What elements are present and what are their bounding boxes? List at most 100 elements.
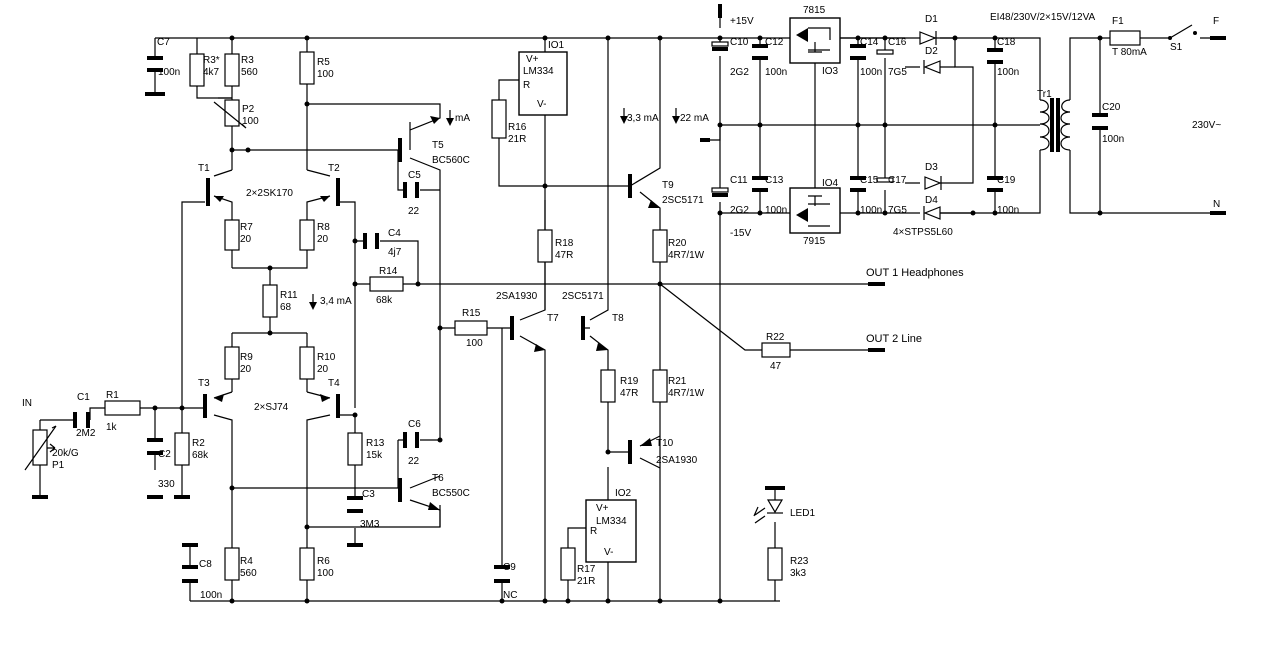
label-IO3: IO3 <box>822 66 839 77</box>
label-R10: R10 <box>317 352 336 363</box>
label-T4: T4 <box>328 378 340 389</box>
label-D1: D1 <box>925 14 938 25</box>
label-C3: C3 <box>362 489 375 500</box>
label-7915: 7915 <box>803 236 826 247</box>
label-C12: C12 <box>765 37 784 48</box>
label-R7v: 20 <box>240 234 252 245</box>
label-R4: R4 <box>240 556 253 567</box>
label-D2: D2 <box>925 46 938 57</box>
label-T7v: 2SA1930 <box>496 291 538 302</box>
label-C2: C2 <box>158 449 171 460</box>
label-C16v: 7G5 <box>888 67 907 78</box>
label-S1: S1 <box>1170 42 1183 53</box>
label-C4: C4 <box>388 228 401 239</box>
label-R22: R22 <box>766 332 785 343</box>
label-R19: R19 <box>620 376 639 387</box>
label-T8: T8 <box>612 313 624 324</box>
label-R3star: R3* <box>203 55 220 66</box>
label-C17v: 7G5 <box>888 205 907 216</box>
label-R23: R23 <box>790 556 809 567</box>
label-T5v: BC560C <box>432 155 470 166</box>
label-R11: R11 <box>280 290 298 301</box>
label-R6: R6 <box>317 556 330 567</box>
label-Vp2: V+ <box>596 503 609 514</box>
label-C20: C20 <box>1102 102 1121 113</box>
heavy-marks <box>32 4 1226 583</box>
label-C5v: 22 <box>408 206 420 217</box>
label-R10v: 20 <box>317 364 329 375</box>
label-C14v: 100n <box>860 67 882 78</box>
label-IO2: IO2 <box>615 488 632 499</box>
label-C18: C18 <box>997 37 1016 48</box>
label-C18v: 100n <box>997 67 1019 78</box>
label-R15: R15 <box>462 308 481 319</box>
label-P2v: 100 <box>242 116 259 127</box>
label-R18v: 47R <box>555 250 573 261</box>
label-R3: R3 <box>241 55 254 66</box>
label-D3: D3 <box>925 162 938 173</box>
label-T6v: BC550C <box>432 488 470 499</box>
label-T9: T9 <box>662 180 674 191</box>
label-P1v: 20k/G <box>52 448 79 459</box>
label-C4v: 4j7 <box>388 247 402 258</box>
label-R8v: 20 <box>317 234 329 245</box>
label-R20v: 4R7/1W <box>668 250 705 261</box>
label-R11v: 68 <box>280 302 292 313</box>
label-T6: T6 <box>432 473 444 484</box>
label-R22v: 47 <box>770 361 782 372</box>
components <box>24 17 1197 581</box>
label-C9: C9 <box>503 562 516 573</box>
label-T1: T1 <box>198 163 210 174</box>
label-Dv: 4×STPS5L60 <box>893 227 953 238</box>
label-R13: R13 <box>366 438 385 449</box>
label-R21: R21 <box>668 376 687 387</box>
label-P15: +15V <box>730 16 754 27</box>
label-C11v: 2G2 <box>730 205 749 216</box>
label-C13v: 100n <box>765 205 787 216</box>
label-R2p: R <box>590 526 597 537</box>
label-C14: C14 <box>860 37 879 48</box>
label-C9v: NC <box>503 590 517 601</box>
label-P2: P2 <box>242 104 255 115</box>
label-R3starv: 4k7 <box>203 67 220 78</box>
label-R18: R18 <box>555 238 574 249</box>
label-R1: R1 <box>106 390 119 401</box>
label-R7: R7 <box>240 222 253 233</box>
label-N: N <box>1213 199 1220 210</box>
label-T5: T5 <box>432 140 444 151</box>
label-R9v: 20 <box>240 364 252 375</box>
label-LED1: LED1 <box>790 508 815 519</box>
label-P1: P1 <box>52 460 65 471</box>
label-R16v: 21R <box>508 134 526 145</box>
label-C16: C16 <box>888 37 907 48</box>
label-OUT2: OUT 2 Line <box>866 333 922 345</box>
label-F: F <box>1213 16 1219 27</box>
label-C10v: 2G2 <box>730 67 749 78</box>
label-R14v: 68k <box>376 295 393 306</box>
label-C5: C5 <box>408 170 421 181</box>
label-R5: R5 <box>317 57 330 68</box>
label-D4: D4 <box>925 195 938 206</box>
label-C2v: 330 <box>158 479 175 490</box>
label-R23v: 3k3 <box>790 568 807 579</box>
label-C3v: 3M3 <box>360 519 380 530</box>
labels: IN C1 2M2 R1 1k C2 330 R2 68k 20k/G P1 C… <box>22 5 1221 601</box>
label-R2v: 68k <box>192 450 209 461</box>
label-T9v: 2SC5171 <box>662 195 704 206</box>
label-T12: 2×2SK170 <box>246 188 293 199</box>
label-R4v: 560 <box>240 568 257 579</box>
label-C20v: 100n <box>1102 134 1124 145</box>
label-R21v: 4R7/1W <box>668 388 705 399</box>
label-C6: C6 <box>408 419 421 430</box>
label-I34: 3,4 mA <box>320 296 352 307</box>
label-R1v: 1k <box>106 422 118 433</box>
label-Vm2: V- <box>604 547 613 558</box>
label-R20: R20 <box>668 238 687 249</box>
label-T10: T10 <box>656 438 674 449</box>
label-R19v: 47R <box>620 388 638 399</box>
label-I22: 22 mA <box>680 113 709 124</box>
label-XF: EI48/230V/2×15V/12VA <box>990 12 1096 23</box>
label-T3: T3 <box>198 378 210 389</box>
label-R16: R16 <box>508 122 527 133</box>
